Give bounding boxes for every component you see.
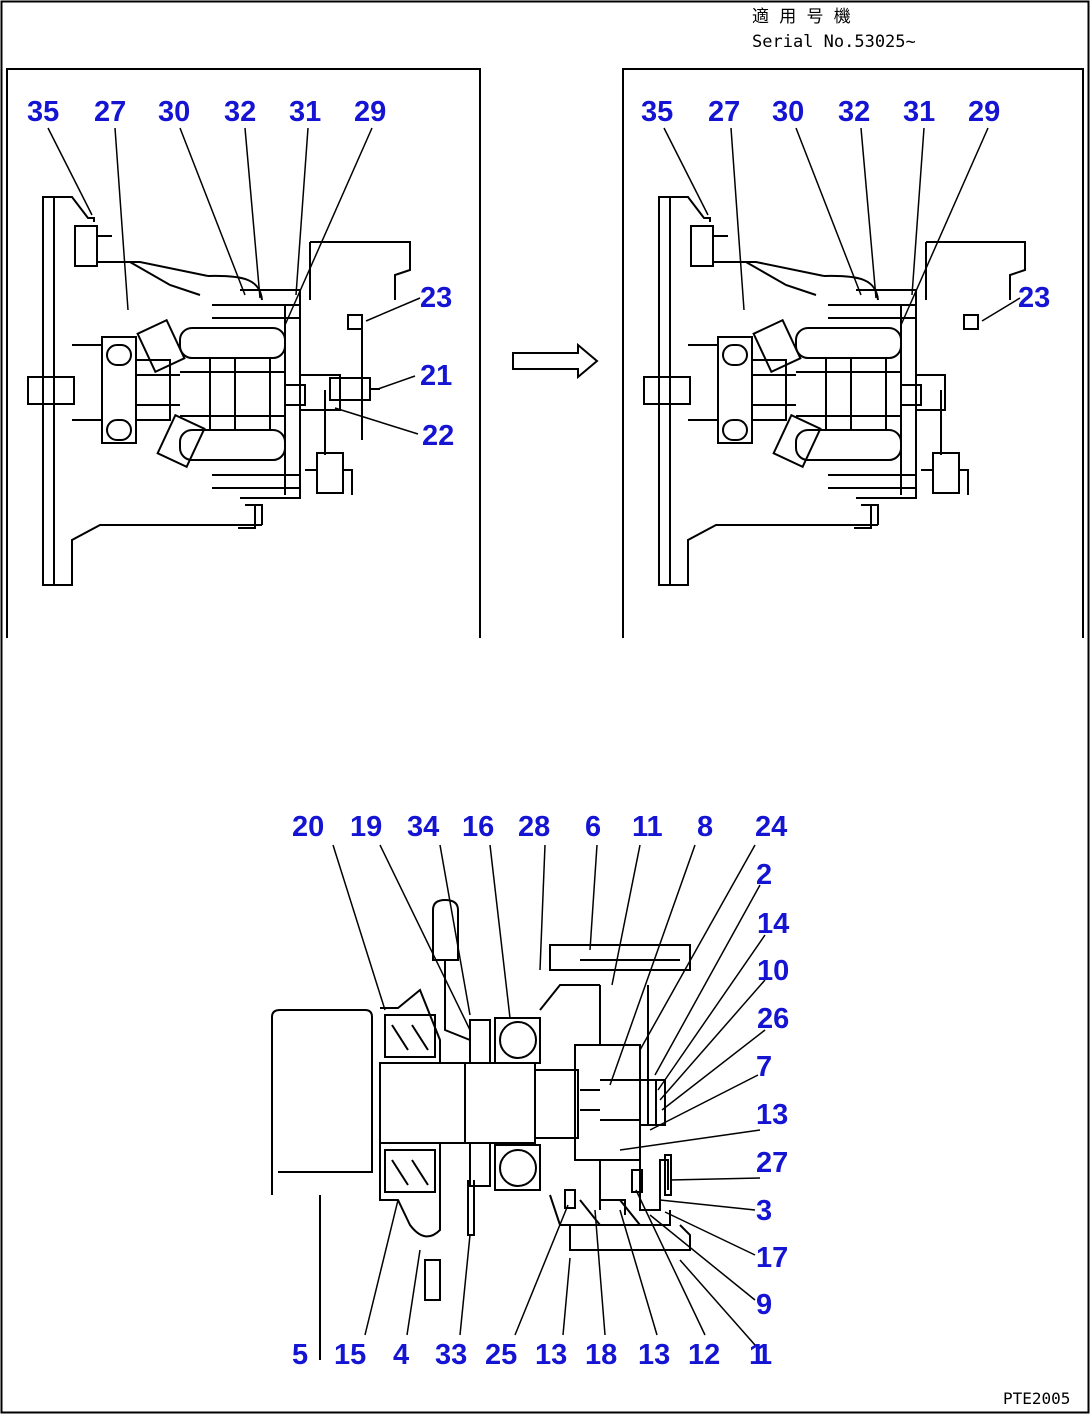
serial-note-line2: Serial No.53025~ <box>752 32 916 52</box>
callout-label: 23 <box>420 282 452 314</box>
callout-label: 20 <box>292 811 324 843</box>
callout-label: 18 <box>585 1339 617 1371</box>
callout-label: 32 <box>224 96 256 128</box>
bottom-view <box>271 898 691 1360</box>
callout-label: 35 <box>27 96 59 128</box>
callout-label: 2 <box>756 859 772 891</box>
callout-label: 24 <box>755 811 787 843</box>
callout-label: 22 <box>422 420 454 452</box>
callout-label: 31 <box>289 96 321 128</box>
top-left-labels: 35 27 30 32 31 29 23 21 22 <box>27 96 454 452</box>
callout-label: 25 <box>485 1339 517 1371</box>
callout-label: 33 <box>435 1339 467 1371</box>
callout-label: 8 <box>697 811 713 843</box>
callout-label: 29 <box>968 96 1000 128</box>
callout-label: 10 <box>757 955 789 987</box>
callout-label: 27 <box>756 1147 788 1179</box>
top-right-view <box>622 68 1084 638</box>
right-arrow <box>512 342 599 380</box>
top-right-leaders <box>663 127 1021 326</box>
callout-label: 16 <box>462 811 494 843</box>
callout-label: 4 <box>393 1339 409 1371</box>
top-left-view <box>6 68 481 638</box>
bottom-leaders <box>332 844 766 1346</box>
top-right-labels: 35 27 30 32 31 29 23 <box>641 96 1050 314</box>
callout-label: 14 <box>757 908 789 940</box>
callout-label: 30 <box>772 96 804 128</box>
callout-label: 32 <box>838 96 870 128</box>
callout-label: 31 <box>903 96 935 128</box>
callout-label: 11 <box>632 811 663 843</box>
callout-label: 6 <box>585 811 601 843</box>
bottom-labels: 20 19 34 16 28 6 11 8 24 2 14 10 26 7 13… <box>292 811 789 1371</box>
callout-label: 27 <box>94 96 126 128</box>
callout-label: 12 <box>688 1339 720 1371</box>
top-left-leaders <box>47 127 421 435</box>
serial-note-line1: 適 用 号 機 <box>752 7 851 27</box>
callout-label: 7 <box>756 1051 772 1083</box>
callout-label: 1 <box>756 1339 772 1371</box>
callout-label: 1 <box>749 1339 765 1371</box>
callout-label: 23 <box>1018 282 1050 314</box>
callout-label: 19 <box>350 811 382 843</box>
callout-label: 3 <box>756 1195 772 1227</box>
callout-label: 27 <box>708 96 740 128</box>
callout-label: 5 <box>292 1339 308 1371</box>
callout-label: 30 <box>158 96 190 128</box>
callout-label: 9 <box>756 1289 772 1321</box>
callout-label: 35 <box>641 96 673 128</box>
callout-label: 15 <box>334 1339 366 1371</box>
drawing-code: PTE2005 <box>1003 1389 1070 1408</box>
callout-label: 29 <box>354 96 386 128</box>
callout-label: 13 <box>756 1099 788 1131</box>
callout-label: 34 <box>407 811 439 843</box>
callout-label: 28 <box>518 811 550 843</box>
callout-label: 21 <box>420 360 452 392</box>
callout-label: 13 <box>638 1339 670 1371</box>
callout-label: 26 <box>757 1003 789 1035</box>
callout-label: 17 <box>756 1242 788 1274</box>
callout-label: 13 <box>535 1339 567 1371</box>
